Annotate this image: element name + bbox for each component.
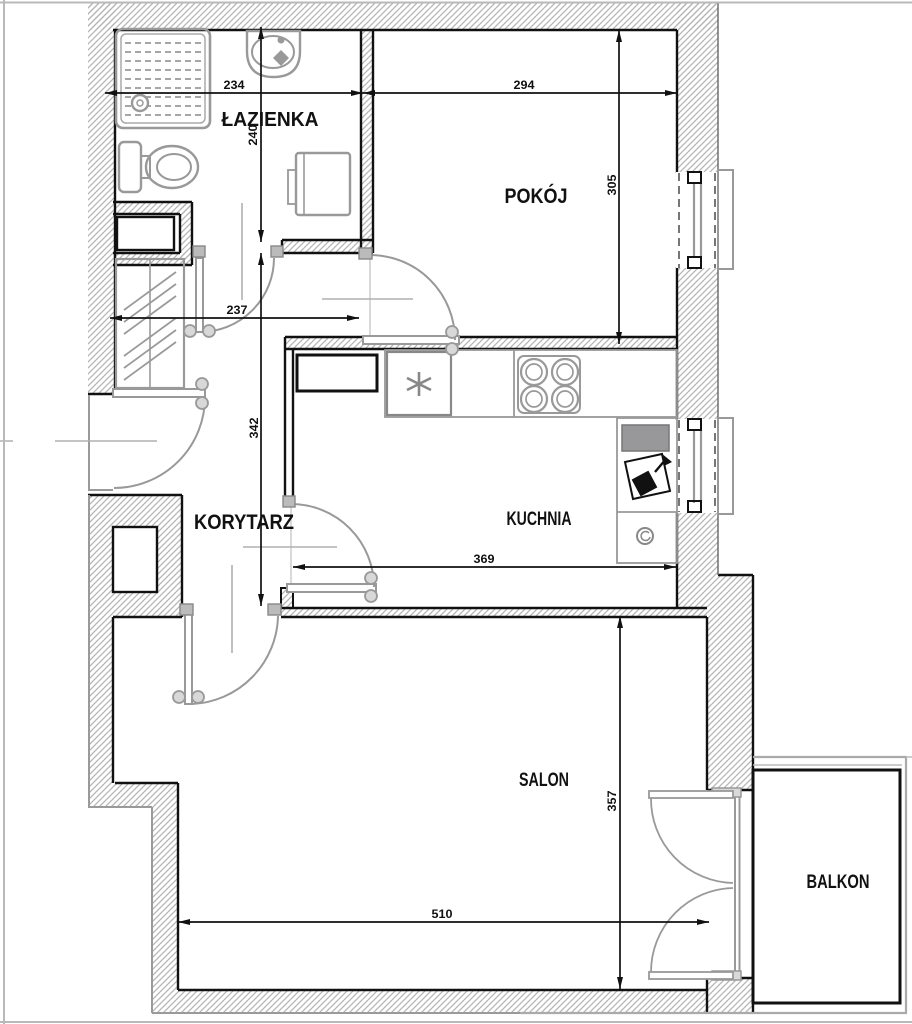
dimension-lines	[105, 27, 709, 989]
wall-niche	[111, 525, 159, 594]
dim-living-depth: 357	[607, 791, 619, 812]
label-corridor: KORYTARZ	[194, 511, 294, 534]
room-labels: ŁAZIENKA POKÓJ KORYTARZ KUCHNIA SALON BA…	[194, 109, 870, 893]
label-balcony: BALKON	[807, 872, 870, 893]
door-entrance	[112, 377, 209, 489]
dim-living-width: 510	[432, 909, 453, 921]
dim-bathroom-depth: 240	[248, 125, 260, 146]
door-room	[358, 247, 460, 356]
dim-room-depth: 305	[607, 174, 619, 196]
window-room	[676, 169, 734, 270]
kitchen-sink-icon	[385, 350, 453, 417]
toilet-icon	[117, 140, 200, 194]
balcony-door	[648, 787, 742, 981]
dimension-labels: 234 294 237 369 510 240 342 305 357	[224, 80, 620, 921]
dim-corridor-width: 237	[227, 305, 248, 317]
wardrobe-icon	[114, 257, 186, 390]
label-kitchen: KUCHNIA	[507, 509, 572, 530]
shaft-opening	[115, 215, 176, 252]
door-living-room	[172, 603, 282, 705]
door-centerlines	[0, 203, 413, 653]
shower-icon	[114, 27, 212, 130]
walls	[88, 2, 755, 1014]
label-room: POKÓJ	[505, 184, 568, 208]
door-kitchen	[282, 495, 378, 603]
outer-contour	[88, 395, 753, 1014]
dim-corridor-depth: 342	[249, 418, 261, 439]
washing-machine-icon	[287, 151, 352, 217]
stove-icon	[517, 355, 581, 414]
door-bathroom	[183, 245, 284, 338]
dim-room-width: 294	[514, 80, 536, 92]
washbasin-icon	[245, 29, 302, 79]
balcony	[520, 755, 912, 1015]
window-kitchen	[676, 417, 734, 515]
washer-icon	[636, 527, 654, 545]
dim-kitchen-width: 369	[474, 554, 495, 566]
label-living-room: SALON	[519, 770, 569, 791]
dim-bathroom-width: 234	[224, 80, 246, 92]
label-bathroom: ŁAZIENKA	[222, 109, 319, 131]
sink-cabinet-icon	[616, 417, 678, 564]
fridge-icon	[295, 353, 379, 393]
kitchen-counter	[384, 349, 678, 418]
wall-edges	[88, 28, 755, 1013]
